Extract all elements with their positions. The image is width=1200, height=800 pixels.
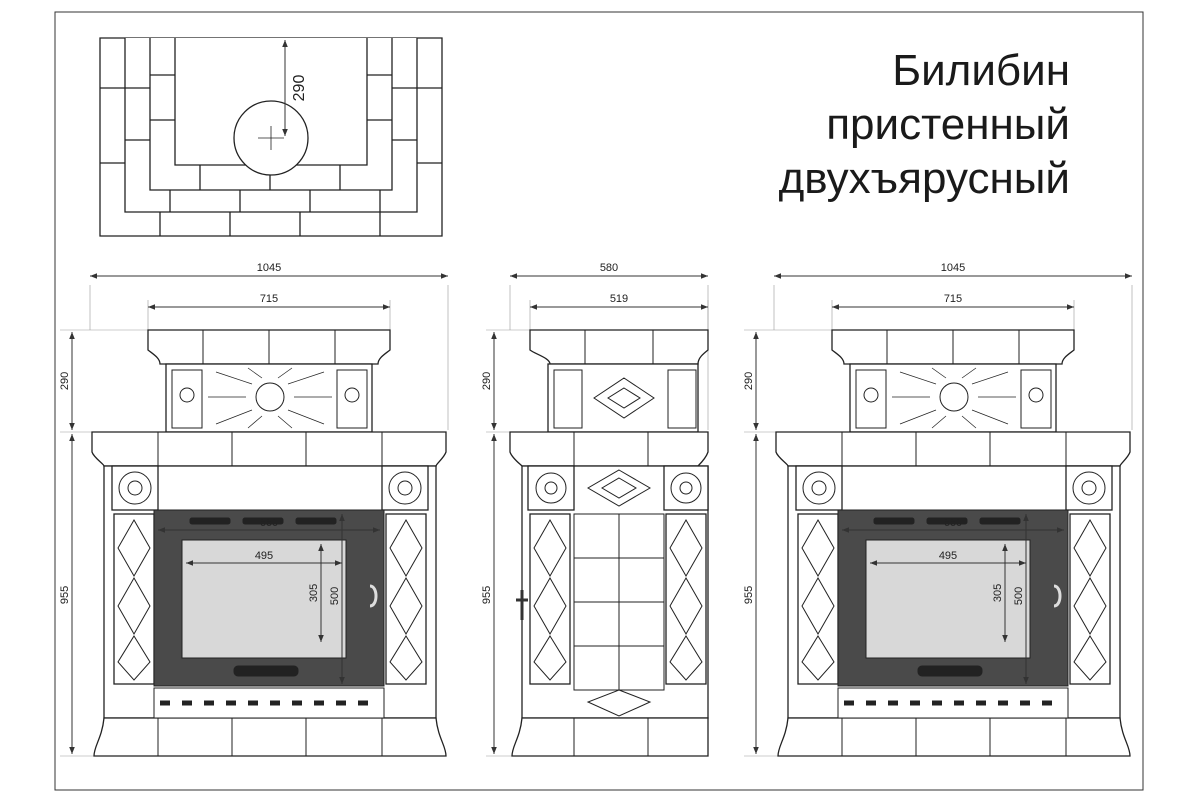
- left-width-top-dim: 715: [260, 293, 278, 305]
- left-front-view: 1045 715 290 955: [59, 262, 449, 757]
- right-front-view: 1045 715 290 955: [743, 262, 1133, 757]
- left-width-total-dim: 1045: [257, 262, 281, 274]
- side-width-top-dim: 519: [610, 293, 628, 305]
- right-height-upper-dim: 290: [743, 372, 755, 390]
- title-line-1: Билибин: [892, 46, 1070, 95]
- plan-view: [99, 37, 443, 237]
- left-glass-height-dim: 305: [308, 584, 320, 602]
- left-height-lower-dim: 955: [59, 586, 71, 604]
- side-view: 580 519 290 955: [481, 262, 709, 757]
- right-glass-width-dim: 495: [939, 550, 957, 562]
- title-line-3: двухъярусный: [778, 154, 1070, 203]
- left-firebox-height-dim: 500: [329, 587, 341, 605]
- right-height-lower-dim: 955: [743, 586, 755, 604]
- right-width-total-dim: 1045: [941, 262, 965, 274]
- side-height-lower-dim: 955: [481, 586, 493, 604]
- left-firebox-width-dim: 660: [260, 517, 278, 529]
- left-glass-width-dim: 495: [255, 550, 273, 562]
- drawing-title: Билибин пристенный двухъярусный: [700, 44, 1070, 206]
- side-width-total-dim: 580: [600, 262, 618, 274]
- side-height-upper-dim: 290: [481, 372, 493, 390]
- right-width-top-dim: 715: [944, 293, 962, 305]
- title-line-2: пристенный: [826, 100, 1070, 149]
- right-firebox-width-dim: 660: [944, 517, 962, 529]
- right-glass-height-dim: 305: [992, 584, 1004, 602]
- left-height-upper-dim: 290: [59, 372, 71, 390]
- plan-dim-290: 290: [291, 75, 308, 102]
- right-firebox-height-dim: 500: [1013, 587, 1025, 605]
